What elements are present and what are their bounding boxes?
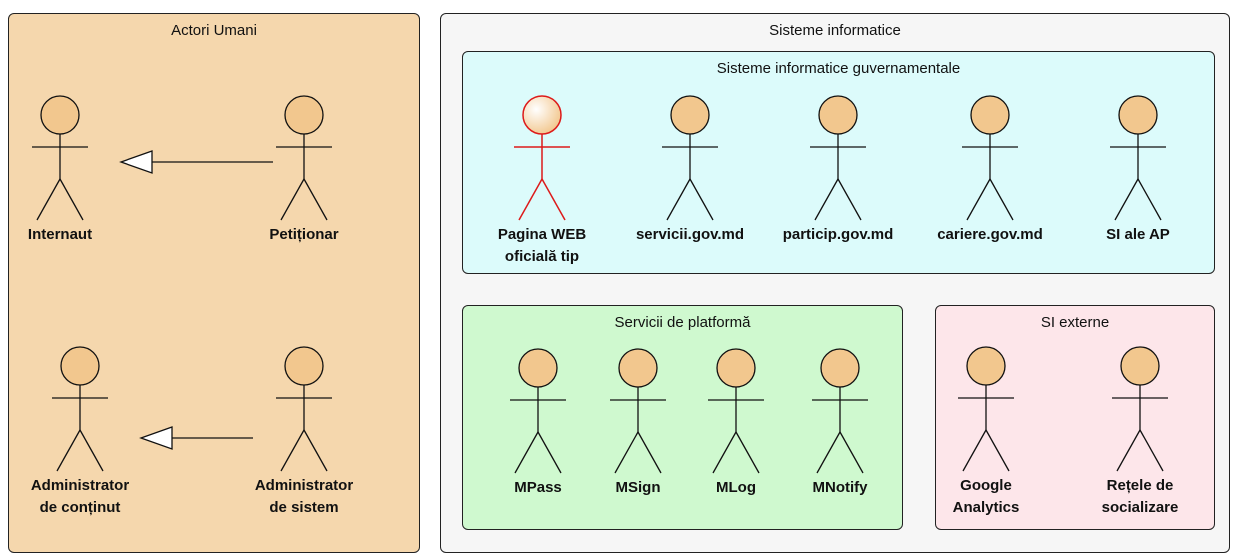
stick-figure-icon [810,95,866,221]
gov-systems-title: Sisteme informatice guvernamentale [716,60,961,77]
actor-label: Internaut [27,226,93,243]
external-systems-title: SI externe [1040,314,1110,331]
actor-label: servicii.gov.md [635,226,745,243]
actor-label: MSign [615,479,661,496]
human-actors-title: Actori Umani [171,22,257,39]
platform-services-title: Servicii de platformă [614,314,751,331]
stick-figure-icon [276,95,332,221]
platform-services-panel: Servicii de platformă [462,305,903,530]
actor-label: SI ale AP [1106,226,1170,243]
actor-mlog: MLog [708,348,764,496]
actor-si-ale-ap: SI ale AP [1106,95,1170,243]
generalization-arrow-admin-sistem-admin-continut [139,426,253,450]
stick-figure-icon [32,95,88,221]
stick-figure-icon [52,346,108,472]
stick-figure-icon [1110,95,1166,221]
stick-figure-icon [1112,346,1168,472]
stick-figure-icon [514,95,570,221]
actor-label: MNotify [812,479,868,496]
stick-figure-icon [610,348,666,474]
actor-label: Petiționar [269,226,339,243]
stick-figure-icon [708,348,764,474]
actor-internaut: Internaut [28,95,92,243]
human-actors-panel: Actori Umani [8,13,420,553]
external-systems-panel: SI externe [935,305,1215,530]
actor-cariere-gov-md: cariere.gov.md [937,95,1043,243]
generalization-arrow-petitionar-internaut [119,150,273,174]
stick-figure-icon [510,348,566,474]
actor-petitionar: Petiționar [269,95,339,243]
actor-servicii-gov-md: servicii.gov.md [636,95,744,243]
actor-label: cariere.gov.md [937,226,1043,243]
actor-particip-gov-md: particip.gov.md [783,95,893,243]
stick-figure-icon [958,346,1014,472]
stick-figure-icon [662,95,718,221]
actor-mpass: MPass [510,348,566,496]
actor-label: MLog [716,479,756,496]
stick-figure-icon [962,95,1018,221]
stick-figure-icon [812,348,868,474]
stick-figure-icon [276,346,332,472]
actor-label: MPass [514,479,562,496]
actor-mnotify: MNotify [812,348,868,496]
actor-msign: MSign [610,348,666,496]
actor-label: particip.gov.md [782,226,894,243]
systems-title: Sisteme informatice [769,22,901,39]
